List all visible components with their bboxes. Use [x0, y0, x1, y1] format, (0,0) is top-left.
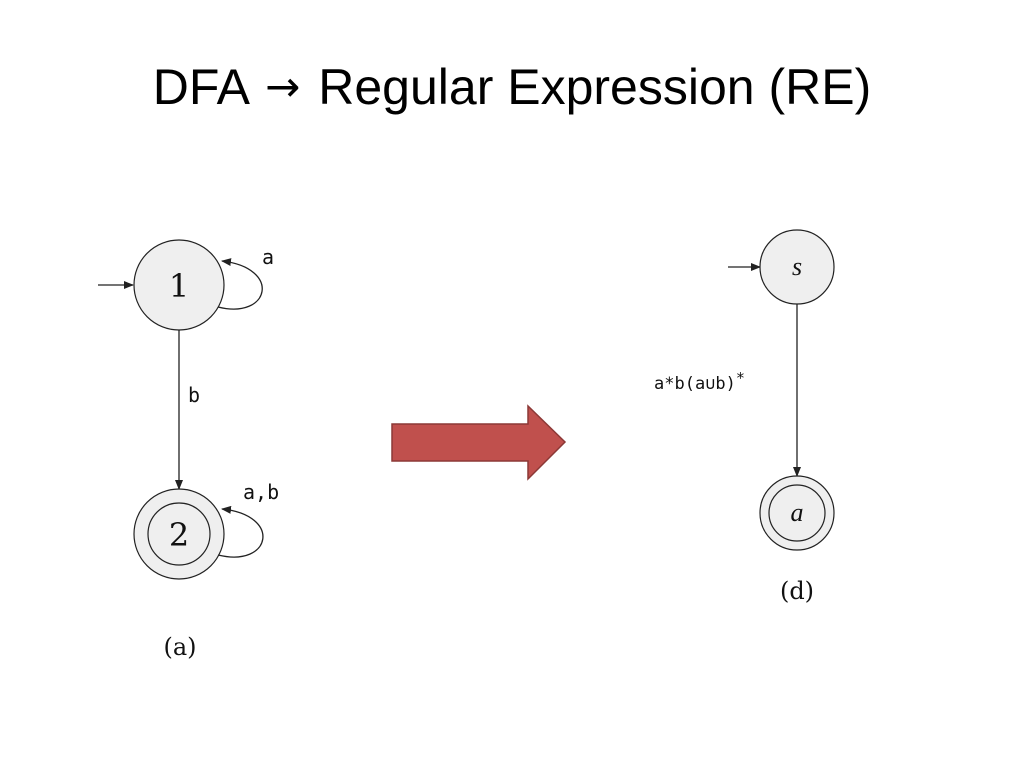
- right-arrow-icon: [391, 404, 567, 481]
- state-accept-inner-ring: [768, 484, 826, 542]
- state-2-label: 2: [169, 516, 189, 554]
- title-arrow-icon: →: [265, 62, 301, 111]
- edge-s-a-label-star: *: [736, 369, 745, 387]
- state-1-label: 1: [169, 267, 189, 305]
- slide-title: DFA → Regular Expression (RE): [0, 62, 1024, 112]
- state-s-label: s: [792, 252, 802, 281]
- loop-2: [217, 505, 264, 558]
- state-2: [133, 488, 225, 580]
- caption-a: (a): [163, 633, 196, 661]
- loop-2-label: a,b: [243, 480, 279, 504]
- loop-1: [217, 258, 263, 310]
- diagram-d: s a*b(a∪b)* a (d): [654, 229, 835, 605]
- diagram-a: 1 a b 2 a,b (a): [98, 239, 279, 661]
- state-accept-label: a: [791, 498, 804, 527]
- loop-1-label: a: [262, 245, 274, 269]
- title-left: DFA: [152, 59, 248, 115]
- edge-s-a-label-main: a*b(a∪b): [654, 374, 736, 394]
- state-accept: [759, 475, 835, 551]
- state-2-inner-ring: [147, 502, 211, 566]
- edge-1-2-label: b: [188, 383, 200, 407]
- title-right: Regular Expression (RE): [318, 59, 872, 115]
- caption-d: (d): [780, 577, 814, 605]
- edge-s-a-label: a*b(a∪b)*: [654, 369, 745, 394]
